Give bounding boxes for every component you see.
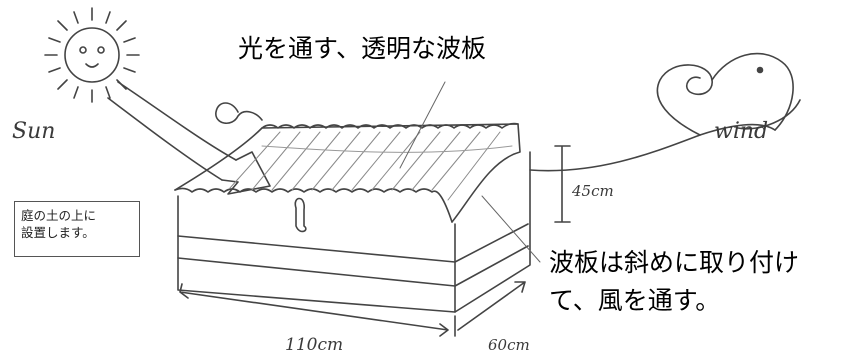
slant-leader-line	[481, 195, 541, 263]
slant-caption-line2: て、風を通す。	[549, 286, 721, 315]
planter-box	[177, 151, 531, 313]
sun-icon	[44, 7, 140, 103]
height-dimension	[554, 145, 571, 223]
wind-icon	[529, 52, 801, 172]
depth-dimension	[457, 281, 526, 331]
slant-caption-line1: 波板は斜めに取り付け	[549, 248, 800, 277]
width-label: 110cm	[285, 335, 343, 355]
placement-note: 庭の土の上に 設置します。	[14, 201, 140, 257]
height-label: 45cm	[571, 182, 614, 200]
corrugated-roof	[174, 122, 521, 223]
note-line-1: 庭の土の上に	[21, 208, 97, 223]
roof-leader-line	[399, 81, 446, 169]
swirl-icon	[215, 102, 263, 124]
note-line-2: 設置します。	[21, 225, 95, 240]
wind-label: wind	[714, 119, 768, 144]
sun-label: Sun	[12, 119, 55, 144]
width-dimension	[179, 283, 456, 337]
roof-caption: 光を通す、透明な波板	[238, 34, 487, 63]
sunlight-arrow-icon	[107, 81, 271, 195]
depth-label: 60cm	[488, 336, 530, 354]
